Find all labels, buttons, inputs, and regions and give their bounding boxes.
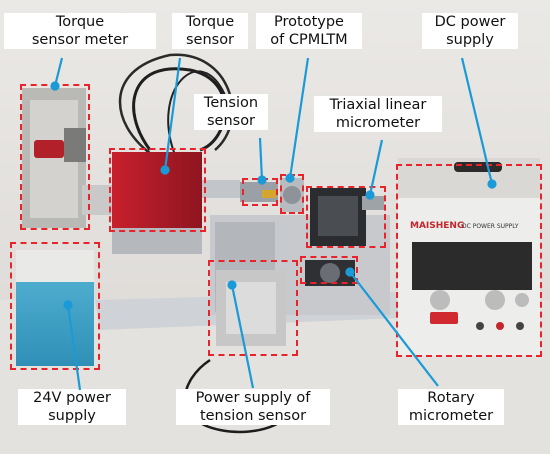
dc-power-supply-box xyxy=(396,164,542,357)
label-line: Torque xyxy=(55,14,105,30)
label-dc-power-supply: DC power supply xyxy=(422,13,518,49)
label-line: sensor meter xyxy=(31,32,129,48)
label-tension-sensor-supply: Power supply of tension sensor xyxy=(176,389,330,425)
rotary-micrometer-box xyxy=(300,256,358,284)
label-line: tension sensor xyxy=(199,408,307,424)
label-line: Power supply of xyxy=(195,390,311,406)
label-line: DC power xyxy=(434,14,506,30)
label-line: supply xyxy=(48,408,96,424)
label-line: micrometer xyxy=(408,408,494,424)
label-24v-power-supply: 24V power supply xyxy=(18,389,126,425)
label-line: 24V power xyxy=(33,390,111,406)
label-rotary-micrometer: Rotary micrometer xyxy=(398,389,504,425)
label-torque-sensor: Torque sensor xyxy=(172,13,248,49)
prototype-box xyxy=(280,174,304,214)
label-line: Triaxial linear xyxy=(329,97,427,113)
label-line: micrometer xyxy=(335,115,421,131)
tension-sensor-box xyxy=(242,178,278,206)
label-triaxial-micrometer: Triaxial linear micrometer xyxy=(314,96,442,132)
tension-sensor-supply-box xyxy=(208,260,298,356)
label-tension-sensor: Tension sensor xyxy=(194,94,268,130)
label-line: Tension xyxy=(203,95,259,111)
label-prototype-cpmltm: Prototype of CPMLTM xyxy=(256,13,362,49)
label-torque-sensor-meter: Torque sensor meter xyxy=(4,13,156,49)
label-line: Prototype xyxy=(274,14,344,30)
psu-brand-text: MAISHENG xyxy=(410,221,464,231)
label-line: sensor xyxy=(206,113,256,129)
torque-sensor-box xyxy=(109,148,206,232)
psu-model-text: DC POWER SUPPLY xyxy=(462,223,519,230)
label-line: supply xyxy=(446,32,494,48)
label-line: sensor xyxy=(185,32,235,48)
torque-sensor-meter-box xyxy=(20,84,90,230)
power-24v-box xyxy=(10,242,100,370)
label-line: Rotary xyxy=(427,390,475,406)
label-line: Torque xyxy=(185,14,235,30)
label-line: of CPMLTM xyxy=(270,32,348,48)
triaxial-micrometer-box xyxy=(306,186,386,248)
